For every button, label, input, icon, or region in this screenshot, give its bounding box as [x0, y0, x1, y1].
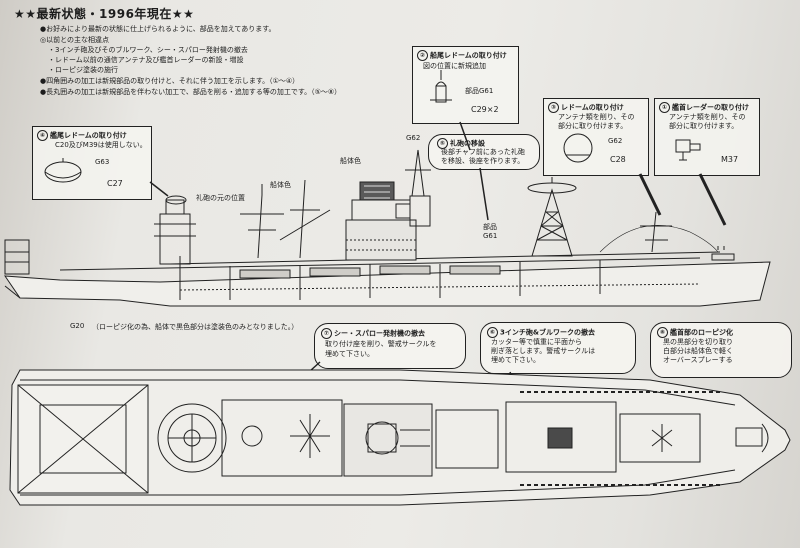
note-line: ・3インチ砲及びそのブルワーク、シー・スパロー発射機の撤去: [48, 46, 248, 54]
callout-4-part: G63: [95, 158, 110, 166]
callout-4-code: C27: [107, 179, 123, 188]
label-g62: G62: [406, 134, 421, 142]
callout-8-text: 黒の黒部分を切り取り: [663, 338, 733, 346]
radome-part-c28-icon: [563, 133, 593, 163]
note-line: ●長丸囲みの加工は新規部品を伴わない加工で、部品を削る・追加する等の加工です。（…: [40, 88, 342, 96]
callout-1-text: 部分に取り付けます。: [669, 122, 739, 130]
note-line: ●四角囲みの加工は新規部品の取り付けと、それに伴う加工を示します。（①〜④）: [40, 77, 300, 85]
radar-part-m37-icon: [675, 139, 701, 161]
sheet-title: ★★最新状態・1996年現在★★: [14, 7, 195, 21]
callout-6-text: カッター等で慎重に平面から: [491, 338, 582, 346]
callout-7-text: 取り付け座を削り、警戒サークルを: [325, 340, 437, 348]
callout-1-code: M37: [721, 155, 739, 164]
label-hull-color: 船体色: [340, 157, 361, 165]
callout-3-text: アンテナ類を削り、その: [558, 113, 635, 121]
callout-3-code: C28: [610, 155, 626, 164]
callout-5-text: 後部チャフ前にあった礼砲: [441, 148, 525, 156]
label-hull-color: 船体色: [270, 181, 291, 189]
note-line: ・ローピジ塗装の施行: [48, 66, 118, 74]
callout-3-text: 部分に取り付けます。: [558, 122, 628, 130]
callout-1-text: アンテナ類を削り、その: [669, 113, 746, 121]
note-line: ◎以前との主な相違点: [40, 36, 110, 44]
label-salute-old-position: 礼砲の元の位置: [196, 194, 245, 202]
radome-part-c27-icon: [44, 158, 82, 183]
callout-8-text: 白部分は船体色で軽く: [663, 347, 733, 355]
callout-4-text: C20及びM39は使用しない。: [55, 141, 147, 149]
callout-7-text: 埋めて下さい。: [325, 350, 374, 358]
note-line: ・レドーム以前の通信アンテナ及び艦首レーダーの新設・増設: [48, 56, 244, 64]
callout-5-text: を移設、後座を作ります。: [441, 157, 525, 165]
label-part-head: 部品: [483, 223, 497, 231]
callout-3-part: G62: [608, 137, 623, 145]
callout-8-text: オーバースプレーする: [663, 356, 733, 364]
radome-part-c29-icon: [430, 70, 452, 103]
label-g20: G20: [70, 322, 85, 330]
label-g20-note: （ローピジ化の為、船体で黒色部分は塗装色のみとなりました。）: [92, 323, 299, 331]
callout-2-text: 図の位置に新規追加: [423, 62, 486, 70]
callout-2-part: 部品G61: [465, 87, 494, 95]
label-g61: G61: [483, 232, 498, 240]
callout-6-text: 削ぎ落とします。警戒サークルは: [491, 347, 596, 355]
note-line: ●お好みにより最新の状態に仕上げられるように、部品を加えてあります。: [40, 25, 276, 33]
callout-6-text: 埋めて下さい。: [491, 356, 540, 364]
callout-2-code: C29×2: [471, 105, 499, 114]
